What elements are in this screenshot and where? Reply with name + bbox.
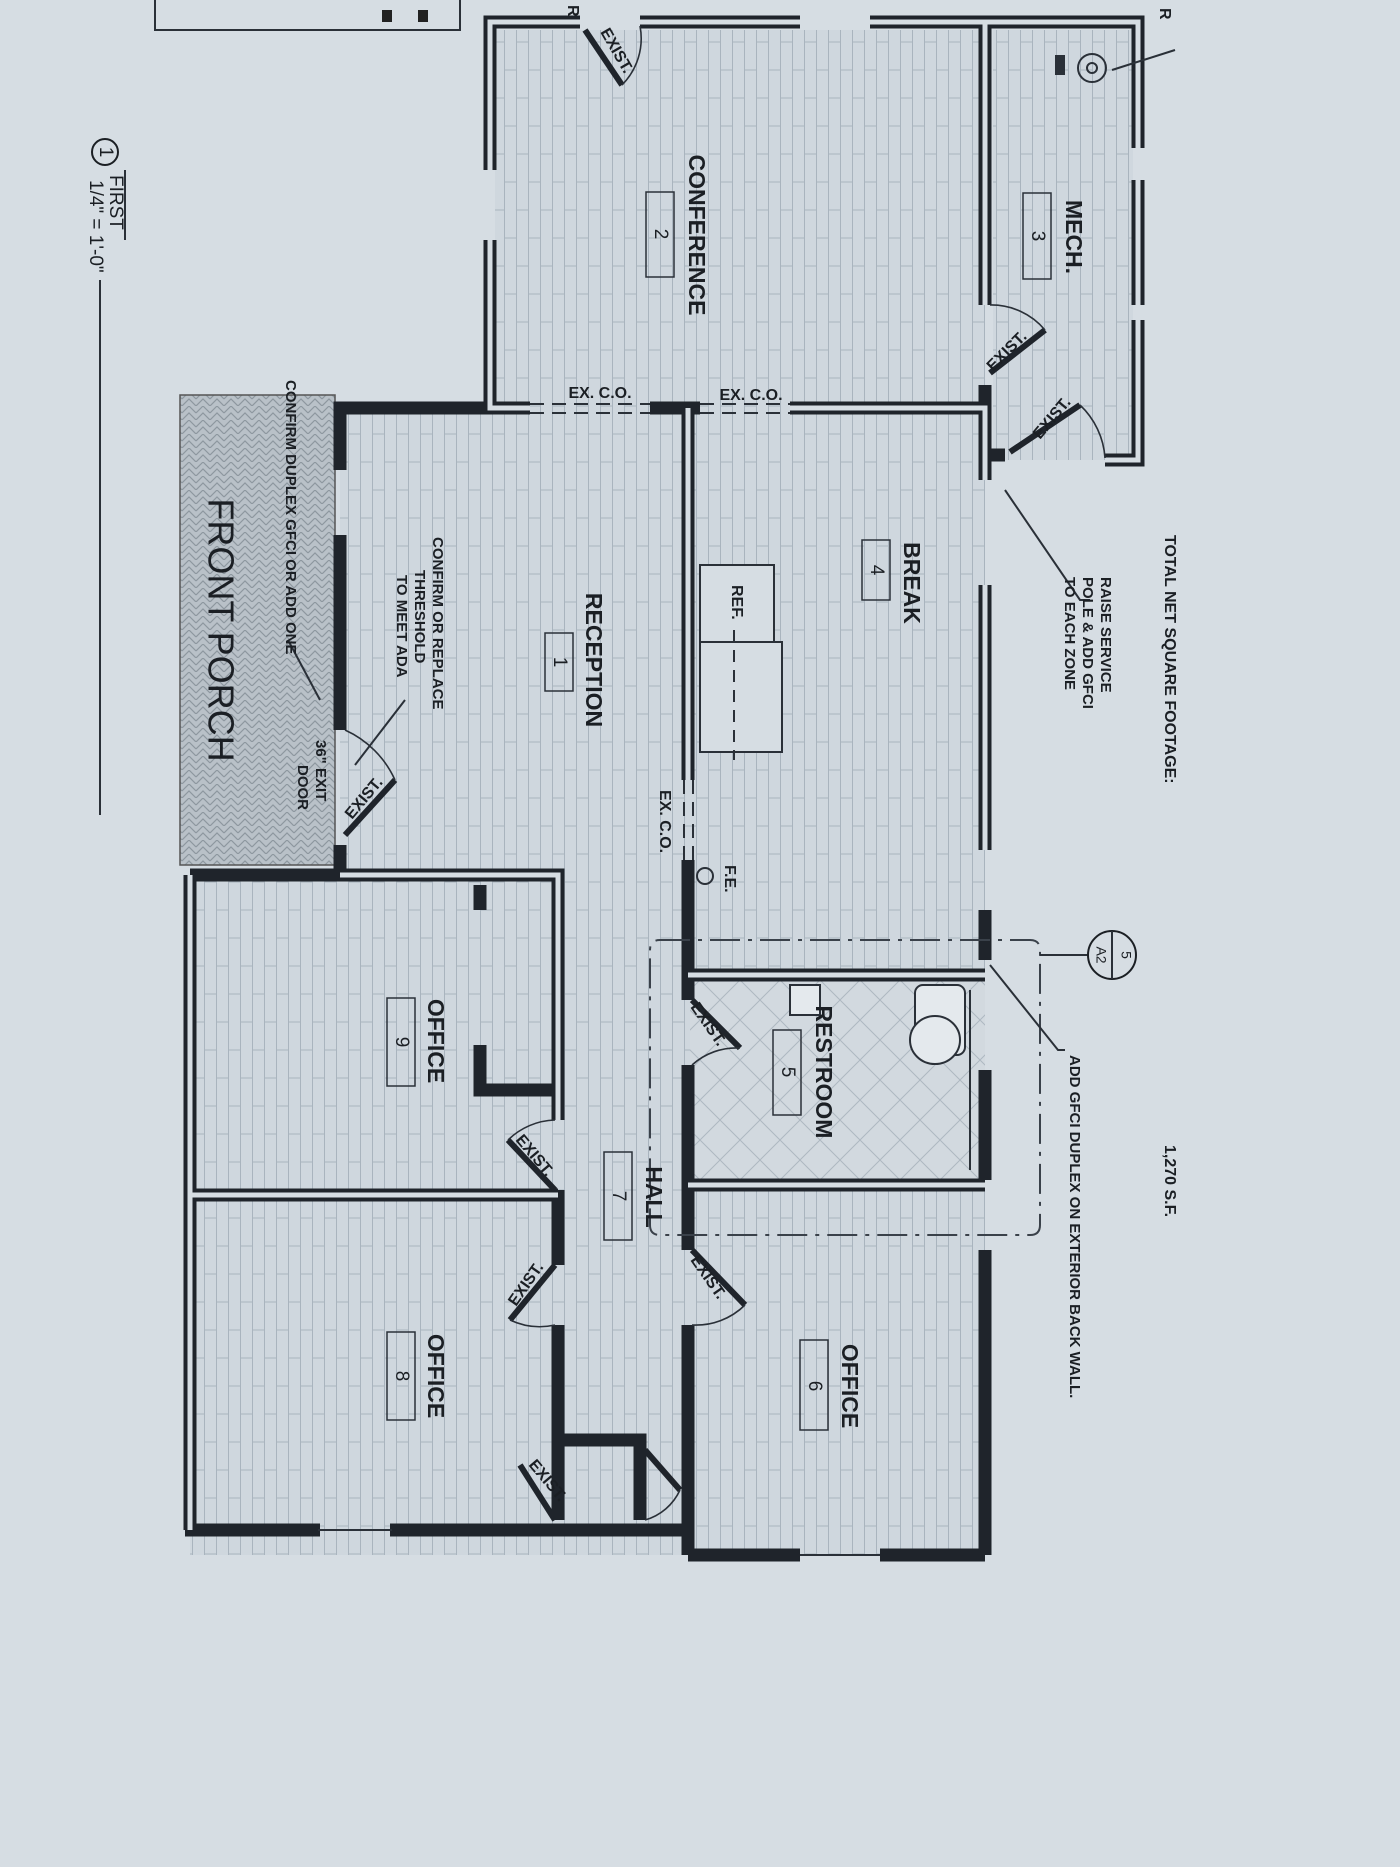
- footage-value: 1,270 S.F.: [1161, 1145, 1178, 1217]
- room-name-office-9: OFFICE: [423, 999, 449, 1083]
- front-porch-area: [179, 394, 336, 866]
- edge-letter-left: R: [564, 5, 581, 17]
- room-number-office-9: 9: [391, 1037, 412, 1048]
- room-number-conference: 2: [650, 229, 671, 240]
- floor-finishes: [179, 30, 1133, 1555]
- section-zone-outline: [649, 939, 1041, 1236]
- section-tag-sheet: A2: [1093, 946, 1109, 963]
- room-number-office-8: 8: [391, 1371, 412, 1382]
- room-number-reception: 1: [549, 657, 570, 668]
- footage-heading: TOTAL NET SQUARE FOOTAGE:: [1161, 535, 1178, 784]
- room-name-restroom: RESTROOM: [811, 1006, 837, 1139]
- exterior-gfci-note: ADD GFCI DUPLEX ON EXTERIOR BACK WALL.: [1066, 1055, 1083, 1398]
- fire-extinguisher-label: F.E.: [721, 865, 738, 893]
- edge-letter: R: [1156, 8, 1173, 20]
- counter-outline: [699, 641, 783, 753]
- room-number-break: 4: [866, 565, 887, 576]
- doors: [318, 25, 1106, 1556]
- room-name-office-6: OFFICE: [837, 1344, 863, 1428]
- drawing-scale: 1/4" = 1'-0": [85, 180, 106, 273]
- porch-gfci-note: CONFIRM DUPLEX GFCI OR ADD ONE: [282, 380, 299, 654]
- threshold-note-line3: TO MEET ADA: [393, 575, 410, 678]
- fixtures: [696, 53, 1107, 1170]
- section-tag: 5 A2: [1087, 930, 1137, 980]
- drawing-title: FIRST: [105, 175, 126, 230]
- room-number-mech: 3: [1027, 231, 1048, 242]
- room-name-break: BREAK: [899, 542, 925, 624]
- room-name-hall: HALL: [641, 1166, 667, 1227]
- room-name-reception: RECEPTION: [581, 593, 607, 727]
- room-labels: RECEPTION 1 CONFERENCE 2 MECH. 3 BREAK 4…: [386, 154, 1087, 1431]
- threshold-note-line1: CONFIRM OR REPLACE: [429, 537, 446, 710]
- cased-opening-label-break: EX. C.O.: [719, 387, 782, 404]
- footage-block: TOTAL NET SQUARE FOOTAGE: 1,270 S.F. R R: [564, 5, 1178, 1217]
- adjacent-drawing-fragment: [154, 0, 461, 31]
- service-pole-note-line1: RAISE SERVICE: [1097, 577, 1114, 693]
- service-pole-note-line3: TO EACH ZONE: [1061, 577, 1078, 690]
- front-porch-label: FRONT PORCH: [200, 498, 241, 761]
- room-name-office-8: OFFICE: [423, 1334, 449, 1418]
- water-heater-symbol: [1077, 53, 1107, 83]
- room-number-restroom: 5: [777, 1067, 798, 1078]
- sink: [789, 984, 821, 1016]
- room-number-hall: 7: [608, 1191, 629, 1202]
- room-name-mech: MECH.: [1061, 200, 1087, 274]
- drawing-number: 1: [95, 147, 116, 158]
- room-number-office-6: 6: [804, 1381, 825, 1392]
- exit-door-note-line2: DOOR: [294, 765, 311, 810]
- notes: FRONT PORCH 36" EXIT DOOR RAISE SERVICE …: [200, 380, 1114, 1398]
- leader-lines: [99, 49, 1176, 1051]
- room-name-conference: CONFERENCE: [684, 154, 710, 315]
- cased-openings: [530, 403, 790, 860]
- walls: [183, 15, 1145, 1562]
- section-tag-number: 5: [1118, 951, 1134, 959]
- exit-door-note-line1: 36" EXIT: [312, 740, 329, 801]
- fire-extinguisher-symbol: [696, 867, 714, 885]
- cased-opening-label-hall: EX. C.O.: [656, 790, 673, 853]
- service-pole-note-line2: POLE & ADD GFCI: [1079, 577, 1096, 709]
- toilet-bowl: [909, 1015, 961, 1065]
- cased-opening-label-reception: EX. C.O.: [568, 385, 631, 402]
- refrigerator-label: REF.: [728, 585, 745, 620]
- drawing-title-block: 1 FIRST 1/4" = 1'-0": [85, 138, 126, 273]
- threshold-note-line2: THRESHOLD: [411, 570, 428, 664]
